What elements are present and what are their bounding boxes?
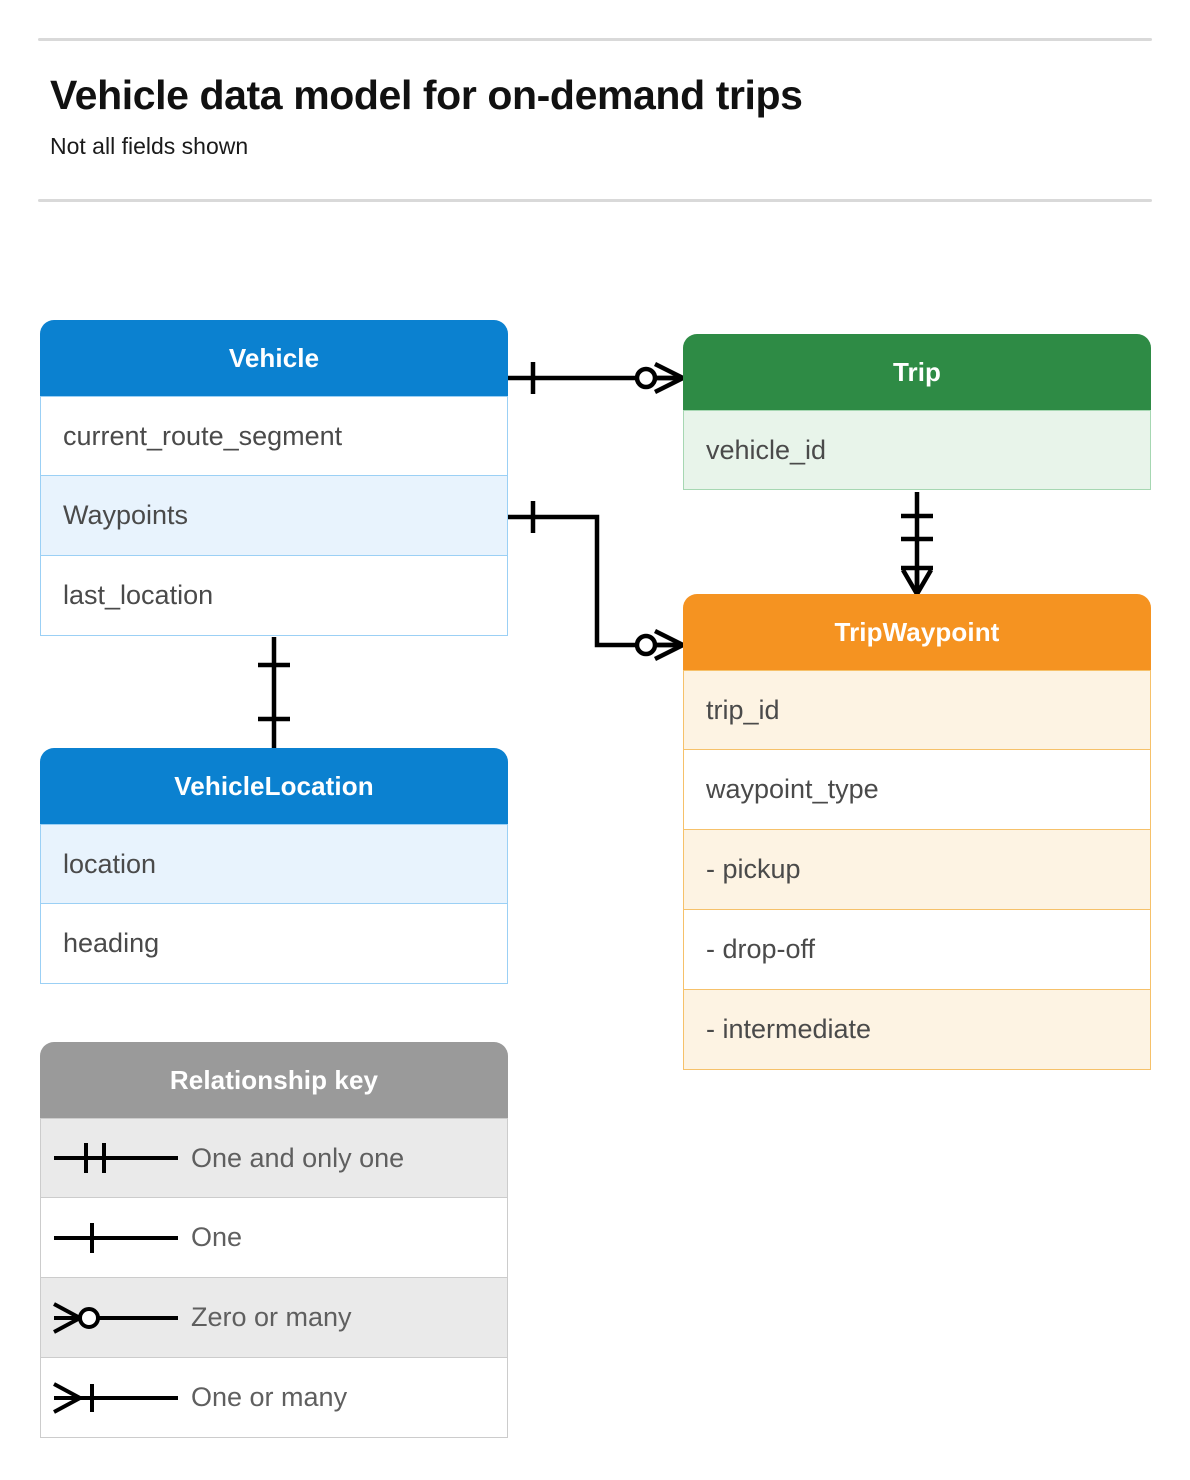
one-or-many-icon: [41, 1358, 191, 1437]
entity-vehicle-field-waypoints[interactable]: Waypoints: [40, 476, 508, 556]
zero-or-many-icon: [41, 1278, 191, 1357]
entity-vehiclelocation-title: VehicleLocation: [40, 748, 508, 824]
entity-vehiclelocation-field-heading[interactable]: heading: [40, 904, 508, 984]
entity-tripwaypoint-field-waypoint-type[interactable]: waypoint_type: [683, 750, 1151, 830]
entity-trip-field-vehicle-id[interactable]: vehicle_id: [683, 410, 1151, 490]
entity-tripwaypoint-field-trip-id[interactable]: trip_id: [683, 670, 1151, 750]
entity-vehicle-title: Vehicle: [40, 320, 508, 396]
relationship-vehicle-trip: [508, 361, 685, 395]
entity-trip-title: Trip: [683, 334, 1151, 410]
legend-label-zero-or-many: Zero or many: [191, 1302, 352, 1332]
header-divider-top: [38, 38, 1152, 41]
entity-vehiclelocation-field-location[interactable]: location: [40, 824, 508, 904]
legend-label-one-or-many: One or many: [191, 1382, 348, 1412]
entity-trip[interactable]: Trip vehicle_id: [683, 334, 1151, 490]
legend-label-one: One: [191, 1222, 243, 1252]
relationship-key-title: Relationship key: [40, 1042, 508, 1118]
legend-row-zero-or-many: Zero or many: [40, 1278, 508, 1358]
entity-vehicle-field-current-route-segment[interactable]: current_route_segment: [40, 396, 508, 476]
entity-vehicle-field-last-location[interactable]: last_location: [40, 556, 508, 636]
entity-tripwaypoint-enum-intermediate[interactable]: - intermediate: [683, 990, 1151, 1070]
entity-tripwaypoint-enum-drop-off[interactable]: - drop-off: [683, 910, 1151, 990]
relationship-trip-tripwaypoint: [901, 492, 933, 596]
relationship-waypoints-tripwaypoint: [508, 501, 685, 662]
legend-row-one-and-only-one: One and only one: [40, 1118, 508, 1198]
page-subtitle: Not all fields shown: [50, 133, 249, 159]
header-divider-bottom: [38, 199, 1152, 202]
entity-tripwaypoint-enum-pickup[interactable]: - pickup: [683, 830, 1151, 910]
page-title: Vehicle data model for on-demand trips: [50, 72, 803, 118]
one-and-only-one-icon: [41, 1119, 191, 1197]
entity-vehicle[interactable]: Vehicle current_route_segment Waypoints …: [40, 320, 508, 636]
legend-row-one: One: [40, 1198, 508, 1278]
legend-label-one-and-only-one: One and only one: [191, 1142, 405, 1173]
entity-vehiclelocation[interactable]: VehicleLocation location heading: [40, 748, 508, 984]
entity-tripwaypoint-title: TripWaypoint: [683, 594, 1151, 670]
entity-tripwaypoint[interactable]: TripWaypoint trip_id waypoint_type - pic…: [683, 594, 1151, 1070]
legend-row-one-or-many: One or many: [40, 1358, 508, 1438]
relationship-vehicle-vehiclelocation: [258, 637, 290, 748]
relationship-key-legend: Relationship key One and only one: [40, 1042, 508, 1438]
one-icon: [41, 1198, 191, 1277]
